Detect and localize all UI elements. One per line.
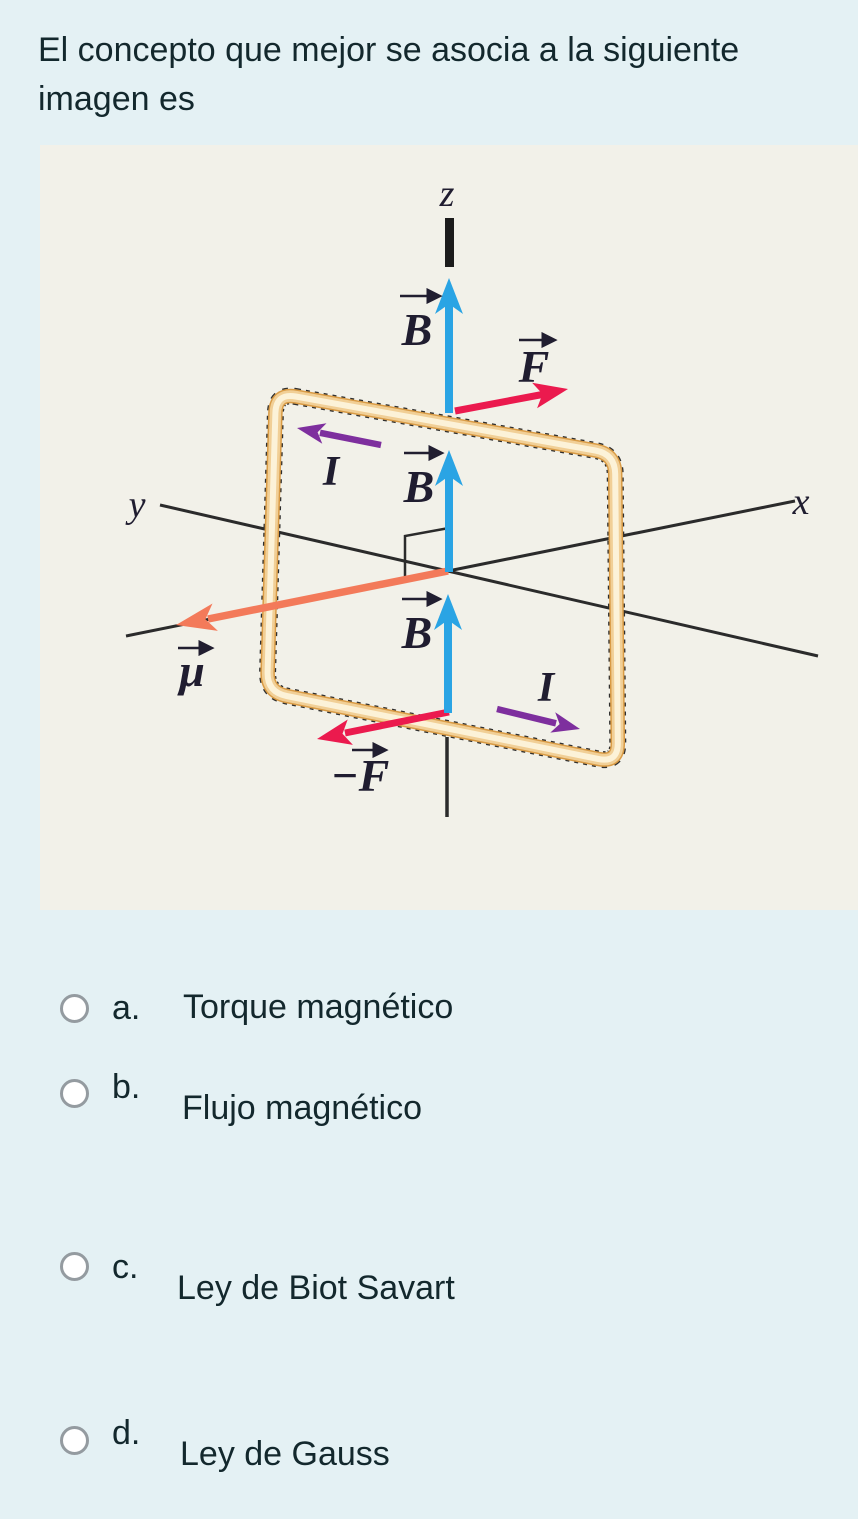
x-axis-label: x (792, 481, 810, 523)
physics-diagram-svg: z y x B B B F −F μ I I (125, 173, 819, 817)
force-label: F (518, 341, 550, 392)
question-text: El concepto que mejor se asocia a la sig… (38, 26, 838, 124)
question-line-1: El concepto que mejor se asocia a la sig… (38, 31, 740, 69)
question-line-2: imagen es (38, 80, 195, 118)
neg-force-label: −F (331, 750, 390, 801)
magnetic-moment-label: μ (177, 645, 205, 696)
y-axis-line (159, 503, 819, 658)
option-a-radio[interactable] (60, 994, 89, 1023)
current-arrow-top (297, 423, 382, 449)
current-label-bottom: I (537, 665, 556, 711)
right-angle-marker (403, 526, 450, 582)
b-field-label-middle: B (403, 461, 435, 512)
y-axis-label: y (125, 484, 146, 526)
option-c-label[interactable]: Ley de Biot Savart (177, 1269, 455, 1307)
option-c-radio[interactable] (60, 1252, 89, 1281)
current-loop (259, 387, 627, 769)
option-d-radio[interactable] (60, 1426, 89, 1455)
b-field-arrow-middle (435, 450, 463, 572)
option-d-letter: d. (112, 1414, 141, 1452)
force-arrow-neg-f (317, 708, 450, 745)
force-arrow-f (454, 382, 568, 415)
b-field-arrow-bottom (434, 594, 462, 713)
option-c-letter: c. (112, 1248, 139, 1286)
figure-panel: z y x B B B F −F μ I I (40, 145, 858, 910)
b-field-label-bottom: B (401, 607, 433, 658)
option-b-label[interactable]: Flujo magnético (182, 1089, 423, 1127)
z-axis-label: z (439, 173, 455, 215)
b-field-arrow-top (435, 278, 463, 413)
current-label-top: I (322, 449, 341, 495)
option-d-label[interactable]: Ley de Gauss (180, 1435, 390, 1473)
option-a-letter: a. (112, 989, 141, 1027)
b-field-label-top: B (401, 304, 433, 355)
option-b-radio[interactable] (60, 1079, 89, 1108)
current-arrow-bottom (496, 705, 580, 733)
option-a-label[interactable]: Torque magnético (183, 988, 454, 1026)
magnetic-moment-arrow (176, 567, 449, 631)
option-b-letter: b. (112, 1068, 141, 1106)
